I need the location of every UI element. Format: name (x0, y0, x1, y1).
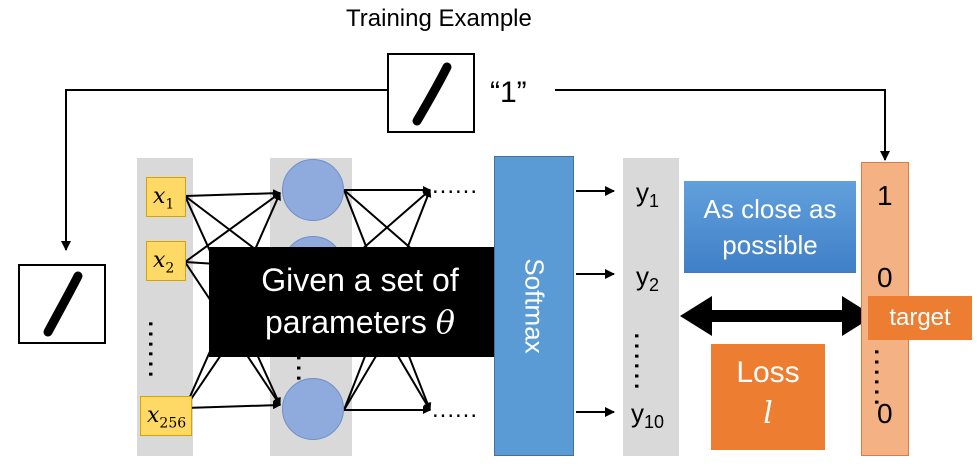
output-y1: y1 (636, 177, 659, 212)
input-digit-image (18, 264, 106, 344)
target-value-2: 0 (877, 262, 893, 293)
close-line1: As close as (703, 194, 837, 224)
input-node-2: x2 (146, 241, 186, 281)
input-ellipsis: …… (142, 318, 178, 378)
close-line2: possible (722, 230, 818, 260)
input-symbol: x (153, 184, 166, 209)
output-layer-column (623, 158, 679, 456)
output-symbol: y (631, 398, 644, 428)
compare-double-arrow (680, 296, 874, 336)
layer-ellipsis-bottom: ...... (432, 396, 479, 423)
output-ellipsis: …… (628, 330, 664, 390)
input-node-1: x1 (146, 177, 186, 217)
target-ellipsis: …… (868, 346, 904, 406)
output-index: 1 (649, 191, 660, 212)
input-index: 1 (165, 196, 175, 213)
softmax-output-arrows (576, 186, 615, 417)
loss-box: Loss l (711, 344, 825, 450)
input-symbol: x (147, 403, 160, 428)
input-index: 256 (159, 415, 187, 432)
target-value-10: 0 (877, 398, 893, 429)
target-tag: target (868, 296, 972, 340)
parameters-line1: Given a set of (261, 262, 459, 298)
parameters-box: Given a set of parameters θ (209, 247, 511, 357)
output-symbol: y (636, 261, 649, 291)
hidden-neuron-3 (282, 378, 344, 440)
target-value-1: 1 (877, 180, 893, 211)
label-to-target-line (555, 89, 890, 161)
digit-one-glyph (43, 271, 83, 337)
loss-label: Loss (736, 356, 800, 389)
training-label: “1” (490, 76, 527, 109)
diagram-title: Training Example (346, 5, 532, 32)
training-digit-image (387, 53, 475, 133)
hidden-neuron-1 (282, 159, 344, 221)
output-index: 10 (644, 412, 665, 433)
close-as-possible-box: As close as possible (684, 181, 856, 273)
theta-symbol: θ (435, 303, 455, 341)
parameters-line2: parameters θ (209, 301, 511, 343)
input-index: 2 (165, 260, 175, 277)
input-node-256: x256 (140, 396, 192, 436)
output-y2: y2 (636, 261, 659, 296)
output-index: 2 (649, 275, 660, 296)
softmax-layer: Softmax (494, 156, 574, 456)
parameters-text: parameters (265, 304, 427, 340)
output-y10: y10 (631, 398, 664, 433)
layer-ellipsis-top: ...... (432, 172, 479, 199)
softmax-label: Softmax (519, 258, 550, 354)
output-symbol: y (636, 177, 649, 207)
example-to-input-line (61, 89, 387, 251)
digit-one-glyph (412, 62, 452, 126)
loss-symbol: l (763, 396, 773, 431)
input-symbol: x (153, 248, 166, 273)
